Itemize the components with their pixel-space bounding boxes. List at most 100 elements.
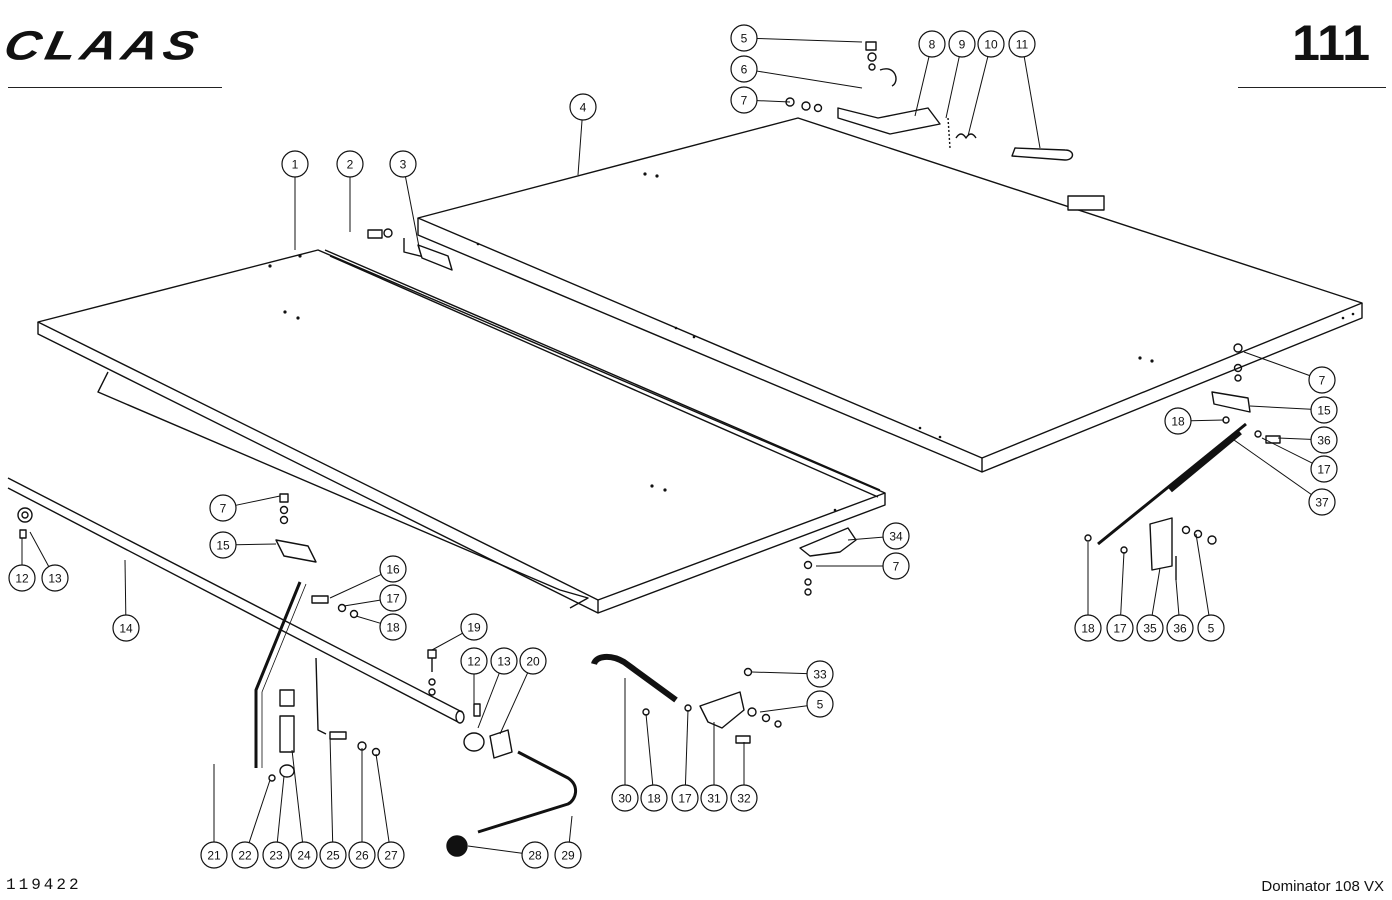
callout-label: 23 <box>269 849 283 863</box>
callout-circle <box>519 647 547 675</box>
callout-label: 17 <box>386 592 400 606</box>
callout-leader <box>751 671 808 675</box>
callout-leader <box>343 599 381 607</box>
header-rule-right <box>1238 87 1386 88</box>
callout-label: 10 <box>984 38 998 52</box>
callout-5: 5 <box>759 690 834 718</box>
lever-21 <box>254 493 359 768</box>
callout-leader <box>235 495 281 506</box>
callout-4: 4 <box>569 93 597 176</box>
callout-circle <box>1074 614 1102 642</box>
callout-24: 24 <box>290 749 318 869</box>
callout-37: 37 <box>1233 439 1336 516</box>
callout-leader <box>759 705 808 713</box>
callout-circle <box>460 613 488 641</box>
callout-25: 25 <box>319 735 347 869</box>
callout-5: 5 <box>1195 533 1225 642</box>
callout-21: 21 <box>200 764 228 869</box>
callout-leader <box>355 615 381 624</box>
callout-label: 2 <box>347 158 354 172</box>
callout-circle <box>209 531 237 559</box>
callout-leader <box>431 632 463 651</box>
callout-label: 20 <box>526 655 540 669</box>
callout-leader <box>29 531 50 567</box>
callout-label: 18 <box>1171 415 1185 429</box>
callout-circle <box>1308 366 1336 394</box>
callout-7: 7 <box>816 552 910 580</box>
panel-4 <box>417 117 1363 473</box>
callout-label: 14 <box>119 622 133 636</box>
callout-7: 7 <box>209 494 281 522</box>
callout-circle <box>671 784 699 812</box>
callout-circle <box>379 613 407 641</box>
callout-leader <box>945 56 960 119</box>
callout-circle <box>1310 455 1338 483</box>
callout-leader <box>1023 56 1041 149</box>
callout-circle <box>1136 614 1164 642</box>
callout-leader <box>1120 551 1125 616</box>
callout-circle <box>569 93 597 121</box>
callout-leader <box>645 713 654 786</box>
callout-label: 1 <box>292 158 299 172</box>
callout-label: 24 <box>297 849 311 863</box>
callout-label: 33 <box>813 668 827 682</box>
callout-leader <box>1261 437 1313 464</box>
callout-circle <box>806 690 834 718</box>
callout-29: 29 <box>554 815 582 869</box>
callout-32: 32 <box>730 742 758 812</box>
callout-circle <box>290 841 318 869</box>
callout-circle <box>1310 426 1338 454</box>
callout-circle <box>112 614 140 642</box>
callout-circle <box>231 841 259 869</box>
callout-label: 13 <box>497 655 511 669</box>
callout-11: 11 <box>1008 30 1041 149</box>
panel-1 <box>37 249 886 614</box>
callout-leader <box>248 779 271 843</box>
callout-label: 36 <box>1173 622 1187 636</box>
callout-label: 17 <box>678 792 692 806</box>
callout-circle <box>379 584 407 612</box>
callout-circle <box>1008 30 1036 58</box>
callout-label: 9 <box>959 38 966 52</box>
callout-2: 2 <box>336 150 364 232</box>
crank-29 <box>427 649 577 857</box>
callout-label: 12 <box>467 655 481 669</box>
callout-circle <box>389 150 417 178</box>
callout-label: 7 <box>220 502 227 516</box>
callout-leader <box>684 709 689 786</box>
callout-circle <box>336 150 364 178</box>
top-bracket-assembly <box>785 41 1074 161</box>
callout-label: 18 <box>1081 622 1095 636</box>
callout-leader <box>577 119 583 176</box>
callout-20: 20 <box>499 647 547 735</box>
callout-label: 7 <box>893 560 900 574</box>
callout-circle <box>977 30 1005 58</box>
arm-30 <box>591 654 782 744</box>
callout-17: 17 <box>1106 551 1134 642</box>
callout-35: 35 <box>1136 567 1164 642</box>
callout-7: 7 <box>1243 351 1336 394</box>
callout-leader <box>467 845 523 854</box>
callout-circle <box>41 564 69 592</box>
bracket-34 <box>799 527 857 596</box>
callout-leader <box>477 672 500 729</box>
callout-label: 32 <box>737 792 751 806</box>
callout-12: 12 <box>460 647 488 704</box>
header-rule-left <box>8 87 222 88</box>
callout-label: 5 <box>741 32 748 46</box>
callout-circle <box>209 494 237 522</box>
callout-leader <box>967 56 989 137</box>
callout-15: 15 <box>209 531 277 559</box>
callout-leader <box>756 100 791 103</box>
callout-leader <box>1190 419 1225 422</box>
callout-leader <box>568 815 573 843</box>
callout-circle <box>554 841 582 869</box>
callout-circle <box>640 784 668 812</box>
bracket-3 <box>367 228 453 271</box>
callout-12: 12 <box>8 538 36 592</box>
callout-circle <box>1310 396 1338 424</box>
callout-13: 13 <box>477 647 518 729</box>
callout-6: 6 <box>730 55 863 89</box>
callout-1: 1 <box>281 150 309 250</box>
